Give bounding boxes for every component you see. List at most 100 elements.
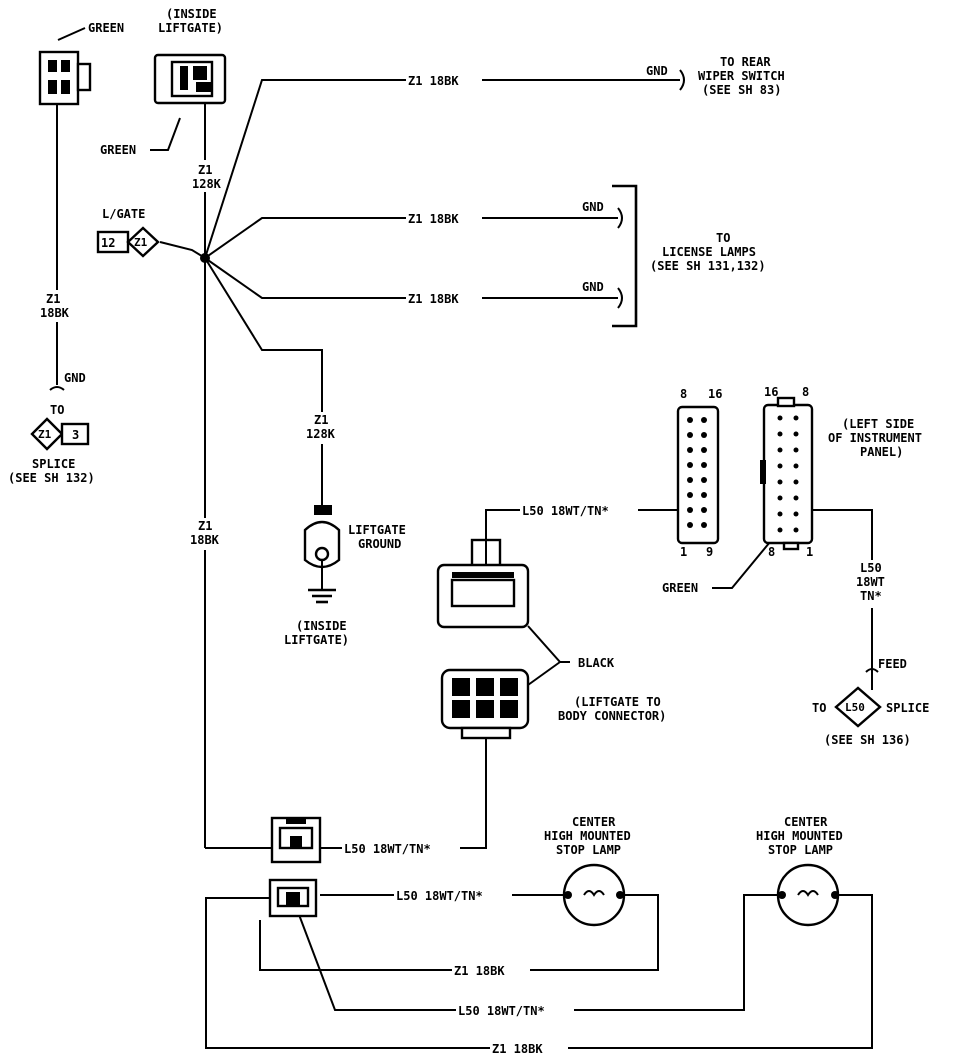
label-l50-vertical-3: TN* [860,589,882,603]
leader-green-mid [150,117,181,151]
leader-black-2 [527,661,561,686]
wire-to-license-1 [204,217,618,259]
label-chmsl-1-c: STOP LAMP [556,843,621,857]
leader-green-ip [712,541,771,589]
label-gnd-left: GND [64,371,86,385]
label-z1-18bk-main-1: Z1 [198,519,212,533]
lower-connector-lower [268,878,318,918]
label-to-license-2: LICENSE LAMPS [662,245,756,259]
label-gnd-wiper: GND [646,64,668,78]
label-wire-z1-lamp1: Z1 18BK [454,964,505,978]
label-pin-9-left: 9 [706,545,713,559]
label-pin-16-right: 16 [764,385,778,399]
label-pin-1-left: 1 [680,545,687,559]
label-splice-circuit: Z1 [38,428,52,441]
label-inside-liftgate-top-1: (INSIDE [166,7,217,21]
label-left-side-ip-2: OF INSTRUMENT [828,431,922,445]
label-pin-16-left: 16 [708,387,722,401]
wire-z1-lamp1 [259,894,659,971]
label-pin-8-left: 8 [680,387,687,401]
label-liftgate-to-body-1: (LIFTGATE TO [574,695,661,709]
green-connector-top-left [38,50,92,106]
label-l50-vertical-2: 18WT [856,575,885,589]
body-connector-upper [436,538,530,629]
label-z1-18bk-main-2: 18BK [190,533,220,547]
label-l50-circuit: L50 [845,701,865,714]
label-l50-vertical-1: L50 [860,561,882,575]
ip-connector-left [676,405,720,545]
label-to-rear-wiper-3: (SEE SH 83) [702,83,781,97]
wire-l50-feed [800,509,873,690]
label-wire-to-wiper: Z1 18BK [408,74,459,88]
label-black: BLACK [578,656,615,670]
label-z1-18bk-left-1: Z1 [46,292,60,306]
label-to-license-3: (SEE SH 131,132) [650,259,766,273]
splice-node [200,253,210,263]
label-feed: FEED [878,657,907,671]
label-chmsl-2-a: CENTER [784,815,828,829]
label-z1-18bk-left-2: 18BK [40,306,70,320]
label-wire-z1-bottom: Z1 18BK [492,1042,543,1056]
stop-lamp-2 [776,863,840,927]
label-see-sh-136: (SEE SH 136) [824,733,911,747]
label-left-side-ip-1: (LEFT SIDE [842,417,914,431]
gnd-squiggle-license-1 [617,207,623,229]
label-wire-license-2: Z1 18BK [408,292,459,306]
leader-green-top [57,27,86,41]
gnd-squiggle-license-2 [617,287,623,309]
label-chmsl-2-b: HIGH MOUNTED [756,829,843,843]
label-chmsl-1-b: HIGH MOUNTED [544,829,631,843]
label-green-top: GREEN [88,21,124,35]
label-lgate: L/GATE [102,207,145,221]
body-connector-lower [440,668,530,740]
wire-lgate-to-splice [159,241,206,259]
label-gnd-license-1: GND [582,200,604,214]
label-splice-left-2: (SEE SH 132) [8,471,95,485]
label-splice-num: 3 [72,428,79,442]
label-pin-8-right: 8 [802,385,809,399]
label-pin-8-bottom: 8 [768,545,775,559]
lgate-splice-marker [96,226,160,258]
label-liftgate-ground-1: LIFTGATE [348,523,406,537]
label-lgate-num: 12 [101,236,115,250]
label-z1-128k-ground-1: Z1 [314,413,328,427]
label-pin-1-right: 1 [806,545,813,559]
label-wire-l50-lamp2: L50 18WT/TN* [458,1004,545,1018]
wire-to-liftgate-ground [204,257,323,505]
label-inside-liftgate-ground-1: (INSIDE [296,619,347,633]
license-bracket [612,184,638,328]
label-lgate-circuit: Z1 [134,236,148,249]
label-chmsl-2-c: STOP LAMP [768,843,833,857]
label-liftgate-to-body-2: BODY CONNECTOR) [558,709,666,723]
label-left-side-ip-3: PANEL) [860,445,903,459]
label-wire-l50-mid: L50 18WT/TN* [344,842,431,856]
label-liftgate-ground-2: GROUND [358,537,401,551]
inside-liftgate-connector-top [153,53,227,105]
liftgate-ground-symbol [303,505,341,604]
wire-l50-lamp2 [297,894,782,1011]
wires [56,27,873,1049]
leader-black-1 [527,625,570,663]
label-to-license-1: TO [716,231,730,245]
label-to-rear-wiper-1: TO REAR [720,55,771,69]
label-z1-128k-top-2: 128K [192,177,222,191]
wire-z1-bottom [205,894,873,1049]
label-wire-l50-lamp1: L50 18WT/TN* [396,889,483,903]
ip-connector-right [760,396,814,551]
label-chmsl-1-a: CENTER [572,815,616,829]
label-to-rear-wiper-2: WIPER SWITCH [698,69,785,83]
label-inside-liftgate-top-2: LIFTGATE) [158,21,223,35]
label-z1-128k-ground-2: 128K [306,427,336,441]
wire-l50-mid [320,738,487,849]
label-green-ip: GREEN [662,581,698,595]
label-z1-128k-top-1: Z1 [198,163,212,177]
stop-lamp-1 [562,863,626,927]
gnd-squiggle-wiper [679,69,685,91]
splice-marker-left [30,386,90,451]
label-gnd-license-2: GND [582,280,604,294]
label-green-mid: GREEN [100,143,136,157]
labels: GREEN (INSIDE LIFTGATE) GREEN Z1 128K L/… [8,7,929,1056]
label-to-splice-to: TO [50,403,64,417]
